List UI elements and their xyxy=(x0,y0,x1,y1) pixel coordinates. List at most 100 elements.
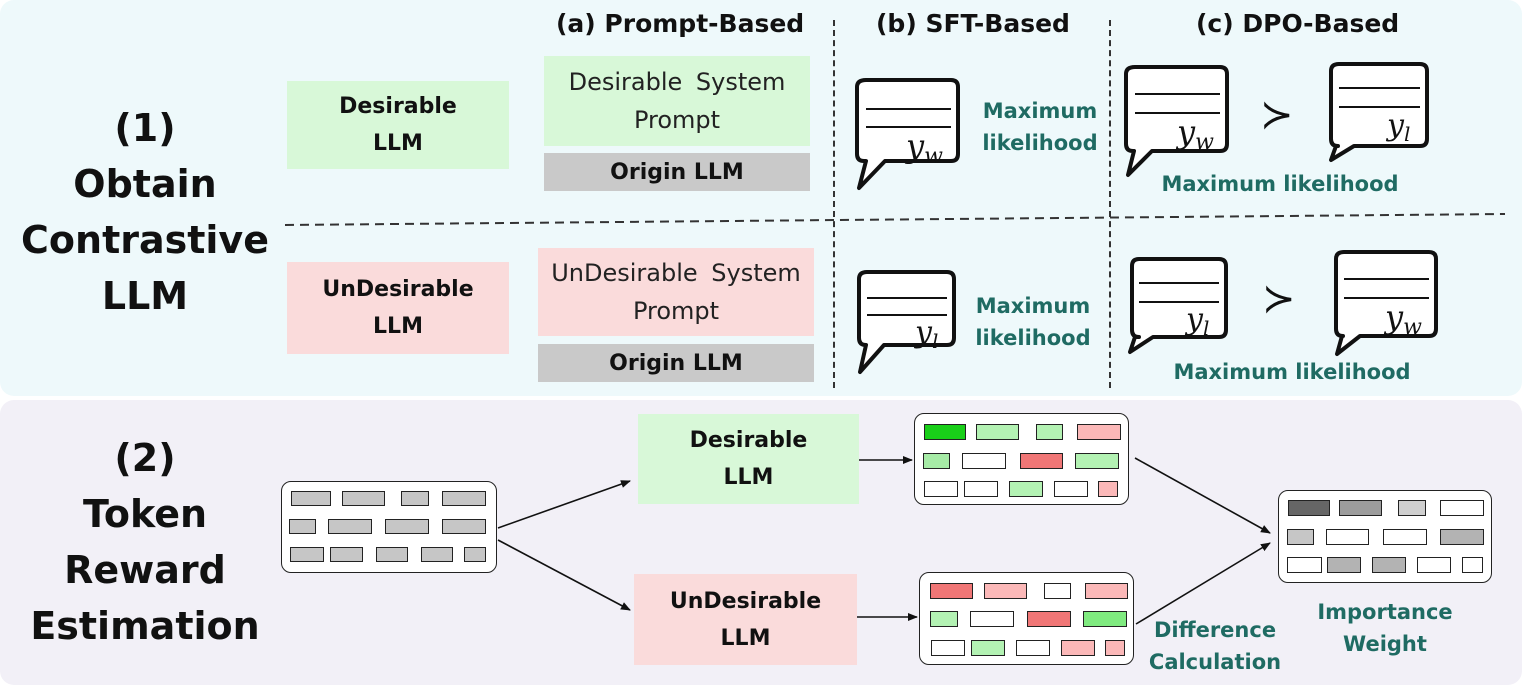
dpo-top-ml-label: Maximum likelihood xyxy=(1161,172,1399,196)
token xyxy=(1288,500,1330,516)
origin-llm-box-bottom: Origin LLM xyxy=(538,344,814,382)
token xyxy=(1075,453,1119,469)
token xyxy=(401,491,429,506)
yw-symbol: y xyxy=(1383,298,1404,336)
speech-bubble-icon: yw xyxy=(1334,250,1438,356)
svg-text:yl: yl xyxy=(1385,108,1410,146)
divider-a-b xyxy=(833,20,835,388)
speech-bubble-icon: yl xyxy=(857,270,956,374)
desirable-llm-label-s2: Desirable LLM xyxy=(689,428,808,490)
arrow-icon xyxy=(497,480,631,529)
token xyxy=(1083,611,1127,627)
input-token-panel xyxy=(281,481,497,573)
yl-subscript: l xyxy=(1404,122,1410,146)
token xyxy=(1036,424,1063,440)
token xyxy=(1061,640,1095,656)
yw-subscript: w xyxy=(924,144,943,169)
yl-symbol: y xyxy=(913,315,933,350)
sft-bottom-ml-label: Maximum likelihood xyxy=(975,294,1091,350)
desirable-llm-label: Desirable LLM xyxy=(339,94,457,156)
token xyxy=(1077,424,1121,440)
token xyxy=(1098,481,1118,497)
yl-symbol: y xyxy=(1385,108,1405,143)
token xyxy=(421,547,453,562)
token xyxy=(1085,583,1128,599)
section1-title: (1) Obtain Contrastive LLM xyxy=(21,106,269,318)
sft-top-ml-label: Maximum likelihood xyxy=(982,99,1098,155)
section2-title: (2) Token Reward Estimation xyxy=(30,436,260,648)
header-sft-based: (b) SFT-Based xyxy=(876,9,1070,38)
token xyxy=(1287,557,1322,573)
desirable-prompt-box: Desirable System Prompt xyxy=(544,56,810,146)
token xyxy=(1383,529,1427,545)
preference-symbol: ≻ xyxy=(1262,276,1296,322)
svg-text:yl: yl xyxy=(1184,302,1209,340)
token xyxy=(442,491,486,506)
arrow-icon xyxy=(1135,542,1271,625)
origin-llm-label-top: Origin LLM xyxy=(610,159,744,185)
token xyxy=(1462,557,1483,573)
yl-symbol: y xyxy=(1184,302,1204,337)
token xyxy=(1327,557,1361,573)
yw-subscript: w xyxy=(1403,315,1422,340)
undesirable-llm-label: UnDesirable LLM xyxy=(322,277,474,339)
token xyxy=(970,611,1014,627)
speech-bubble-icon: yw xyxy=(855,78,960,190)
yw-symbol: y xyxy=(1175,113,1196,151)
importance-weight-label: Importance Weight xyxy=(1317,600,1453,656)
desirable-llm-box-s2: Desirable LLM xyxy=(638,414,859,504)
svg-text:yl: yl xyxy=(913,315,938,353)
importance-weight-panel xyxy=(1278,490,1492,583)
undesirable-prompt-box: UnDesirable System Prompt xyxy=(538,248,814,336)
desirable-prompt-label: Desirable System Prompt xyxy=(568,68,786,134)
token xyxy=(1054,481,1088,497)
undesirable-llm-box-s2: UnDesirable LLM xyxy=(634,574,857,665)
token xyxy=(291,491,331,506)
token xyxy=(385,519,429,534)
token xyxy=(342,491,385,506)
desirable-token-panel xyxy=(914,413,1129,505)
undesirable-token-panel xyxy=(919,572,1134,665)
token xyxy=(924,424,966,440)
token xyxy=(442,519,486,534)
token xyxy=(328,519,372,534)
token xyxy=(289,519,316,534)
token xyxy=(1398,500,1426,516)
token xyxy=(376,547,408,562)
token xyxy=(1440,529,1484,545)
preference-symbol: ≻ xyxy=(1260,92,1294,138)
token xyxy=(1044,583,1071,599)
speech-bubble-icon: yl xyxy=(1128,257,1228,354)
origin-llm-label-bottom: Origin LLM xyxy=(609,350,743,376)
token xyxy=(1027,611,1071,627)
svg-text:yw: yw xyxy=(1383,298,1422,340)
arrow-icon xyxy=(1134,457,1271,534)
undesirable-llm-label-s2: UnDesirable LLM xyxy=(669,588,822,651)
token xyxy=(1020,453,1063,469)
undesirable-prompt-label: UnDesirable System Prompt xyxy=(551,259,801,325)
desirable-llm-box: Desirable LLM xyxy=(287,81,509,169)
svg-text:yw: yw xyxy=(1175,113,1214,155)
yw-subscript: w xyxy=(1195,130,1214,155)
token xyxy=(924,481,958,497)
yl-subscript: l xyxy=(932,329,938,353)
token xyxy=(464,547,486,562)
token xyxy=(1326,529,1369,545)
token xyxy=(923,453,950,469)
yw-symbol: y xyxy=(904,127,925,165)
difference-calculation-label: Difference Calculation xyxy=(1148,618,1282,674)
token xyxy=(1009,481,1043,497)
header-prompt-based: (a) Prompt-Based xyxy=(556,9,805,38)
token xyxy=(1440,500,1484,516)
token xyxy=(931,640,965,656)
token xyxy=(1016,640,1050,656)
token xyxy=(984,583,1027,599)
speech-bubble-icon: yl xyxy=(1329,62,1429,162)
svg-text:yw: yw xyxy=(904,127,943,169)
token xyxy=(1339,500,1382,516)
header-dpo-based: (c) DPO-Based xyxy=(1196,9,1400,38)
origin-llm-box-top: Origin LLM xyxy=(544,153,810,191)
token xyxy=(971,640,1005,656)
token xyxy=(1372,557,1406,573)
